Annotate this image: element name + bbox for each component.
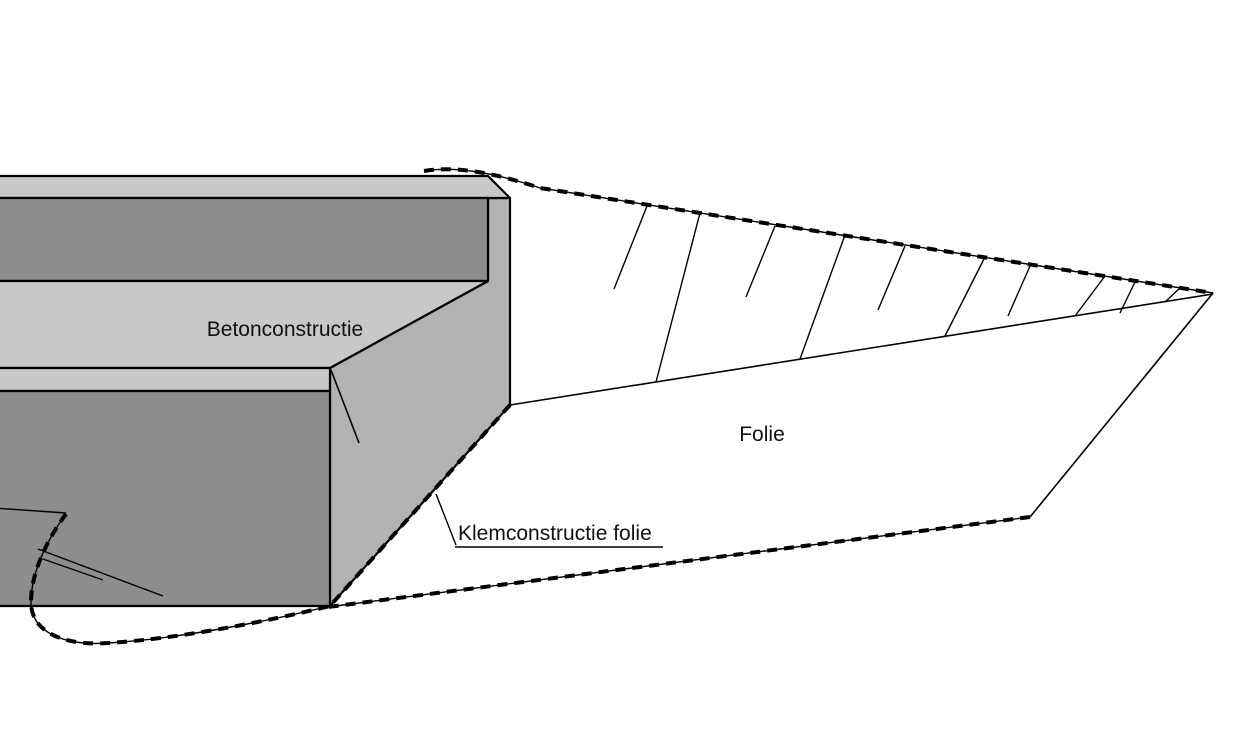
foil-dashed-lines xyxy=(28,167,1214,646)
rebate-corner-line xyxy=(330,369,360,444)
foil-right-edge xyxy=(1029,292,1214,518)
foil-top-edge xyxy=(509,293,1214,406)
label-folie: Folie xyxy=(739,423,785,446)
label-betonconstructie: Betonconstructie xyxy=(207,318,363,341)
concrete-top-face xyxy=(0,174,512,200)
ground-line-left xyxy=(0,507,67,514)
toe-hatch-lines xyxy=(37,548,164,597)
slope-hatch-short-ticks xyxy=(613,205,1136,317)
slope-hatching xyxy=(37,205,1181,597)
foil-dashed-top xyxy=(423,167,1214,295)
foil-dashed-slope-and-loop xyxy=(28,403,512,646)
concrete-lower-front-face xyxy=(0,389,332,608)
labels: Betonconstructie Folie Klemconstructie f… xyxy=(207,318,785,548)
label-klemconstructie-folie: Klemconstructie folie xyxy=(458,522,652,545)
concrete-step-face xyxy=(0,366,332,393)
foil-bottom-edge xyxy=(327,516,1031,608)
clamp-leader-line xyxy=(435,493,457,546)
concrete-upper-front-face xyxy=(0,196,490,283)
concrete-structure xyxy=(0,174,512,608)
slope-hatch-long-lines xyxy=(655,212,1181,383)
